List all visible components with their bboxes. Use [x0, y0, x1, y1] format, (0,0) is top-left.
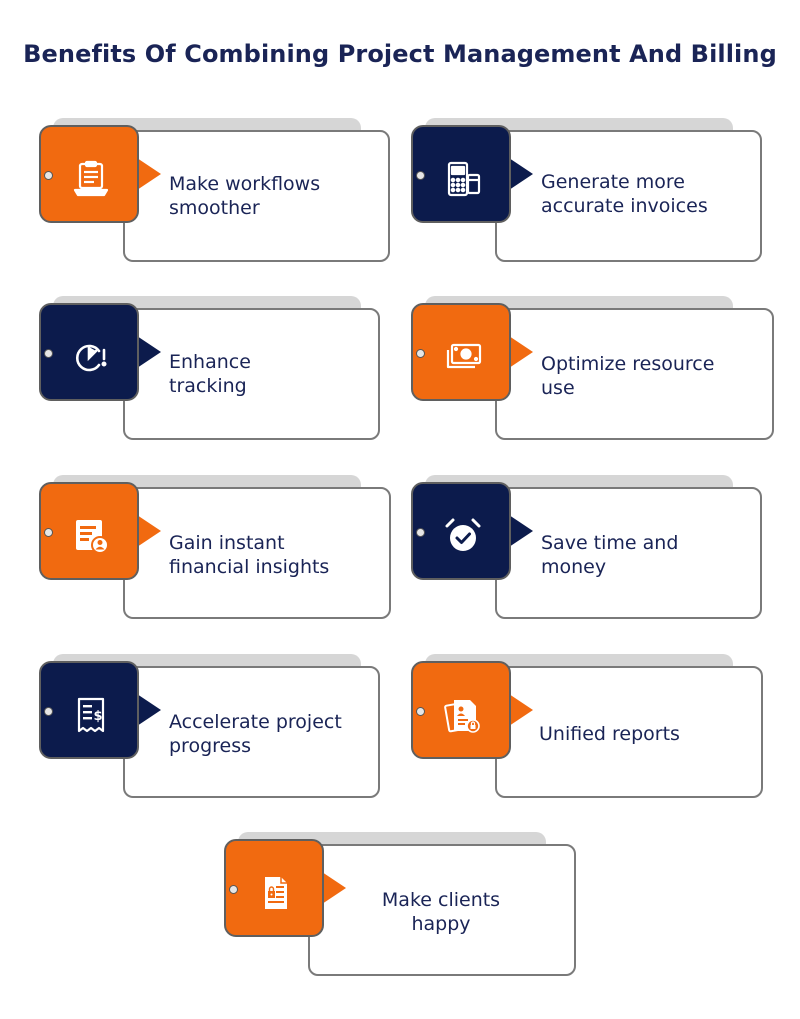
tile-pointer — [509, 158, 533, 190]
tile-pointer — [509, 515, 533, 547]
secure-document-icon — [256, 873, 296, 913]
icon-tile: $ — [39, 661, 139, 759]
card-panel — [123, 308, 380, 440]
card-panel — [308, 844, 576, 976]
icon-tile — [39, 482, 139, 580]
icon-tile — [411, 482, 511, 580]
icon-tile — [39, 125, 139, 223]
tile-pointer — [509, 694, 533, 726]
tile-pointer — [322, 872, 346, 904]
benefit-card-reports: Unified reports — [411, 654, 763, 804]
icon-tile — [39, 303, 139, 401]
icon-tile — [411, 303, 511, 401]
benefit-label: Unified reports — [539, 723, 680, 745]
clipboard-laptop-icon — [71, 159, 111, 199]
card-panel — [123, 130, 390, 262]
svg-text:$: $ — [93, 709, 102, 724]
card-panel — [495, 308, 774, 440]
tag-hole — [44, 528, 53, 537]
tag-hole — [416, 707, 425, 716]
tile-pointer — [137, 336, 161, 368]
tile-pointer — [137, 515, 161, 547]
tile-pointer — [509, 336, 533, 368]
pos-terminal-icon — [443, 159, 483, 199]
timer-alert-icon — [71, 337, 111, 377]
alarm-check-icon — [443, 516, 483, 556]
tile-pointer — [137, 694, 161, 726]
card-panel — [495, 487, 762, 619]
icon-tile — [411, 661, 511, 759]
tag-hole — [44, 349, 53, 358]
tag-hole — [416, 528, 425, 537]
card-panel — [123, 487, 391, 619]
tag-hole — [416, 171, 425, 180]
receipt-dollar-icon: $ — [71, 695, 111, 735]
report-user-icon — [71, 516, 111, 556]
card-panel — [495, 130, 762, 262]
tag-hole — [229, 885, 238, 894]
tag-hole — [416, 349, 425, 358]
card-panel — [495, 666, 763, 798]
card-panel — [123, 666, 380, 798]
page-title: Benefits Of Combining Project Management… — [23, 40, 777, 68]
cash-bills-icon — [443, 337, 483, 377]
document-lock-icon — [443, 695, 483, 735]
tag-hole — [44, 707, 53, 716]
tag-hole — [44, 171, 53, 180]
tile-pointer — [137, 158, 161, 190]
icon-tile — [411, 125, 511, 223]
icon-tile — [224, 839, 324, 937]
